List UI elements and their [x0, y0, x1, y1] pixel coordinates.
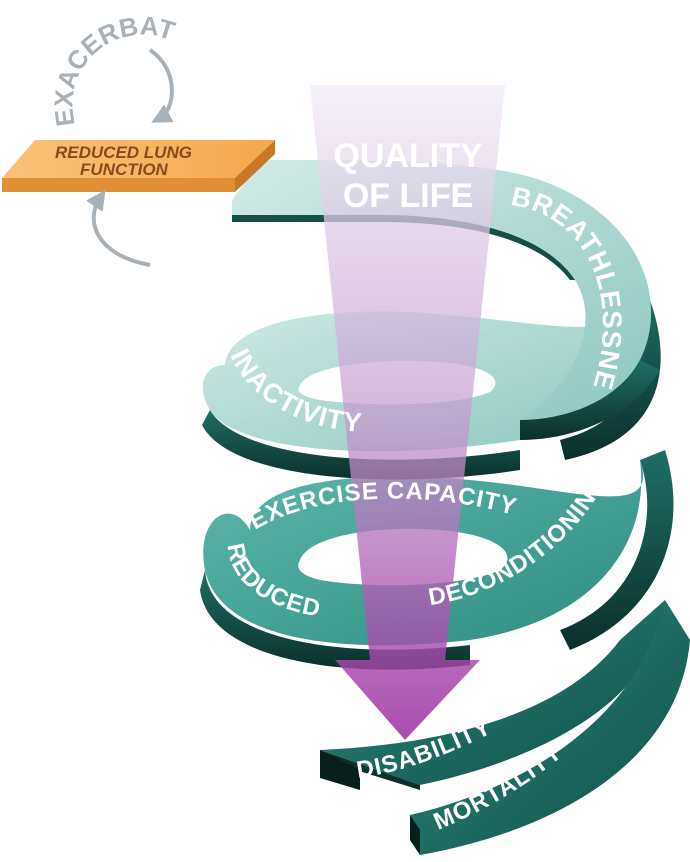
quality-of-life-label-line1: QUALITY	[333, 137, 483, 175]
quality-of-life-label-line2: OF LIFE	[343, 177, 473, 215]
reduced-lung-function-plate: REDUCED LUNG FUNCTION	[2, 140, 275, 192]
exacerbation-arrow-down	[148, 48, 174, 123]
spiral-coil-top	[232, 160, 660, 440]
exacerbation-arrow-up	[86, 189, 151, 267]
exacerbations-label: EXACERBATIONS	[0, 0, 179, 128]
reduced-lung-function-label-line2: FUNCTION	[80, 160, 169, 179]
reduced-lung-function-label-line1: REDUCED LUNG	[55, 143, 192, 162]
decline-arrow	[310, 85, 505, 740]
spiral-coil-bottom	[320, 600, 690, 855]
exacerbation-cycle: EXACERBATIONS	[0, 0, 179, 267]
